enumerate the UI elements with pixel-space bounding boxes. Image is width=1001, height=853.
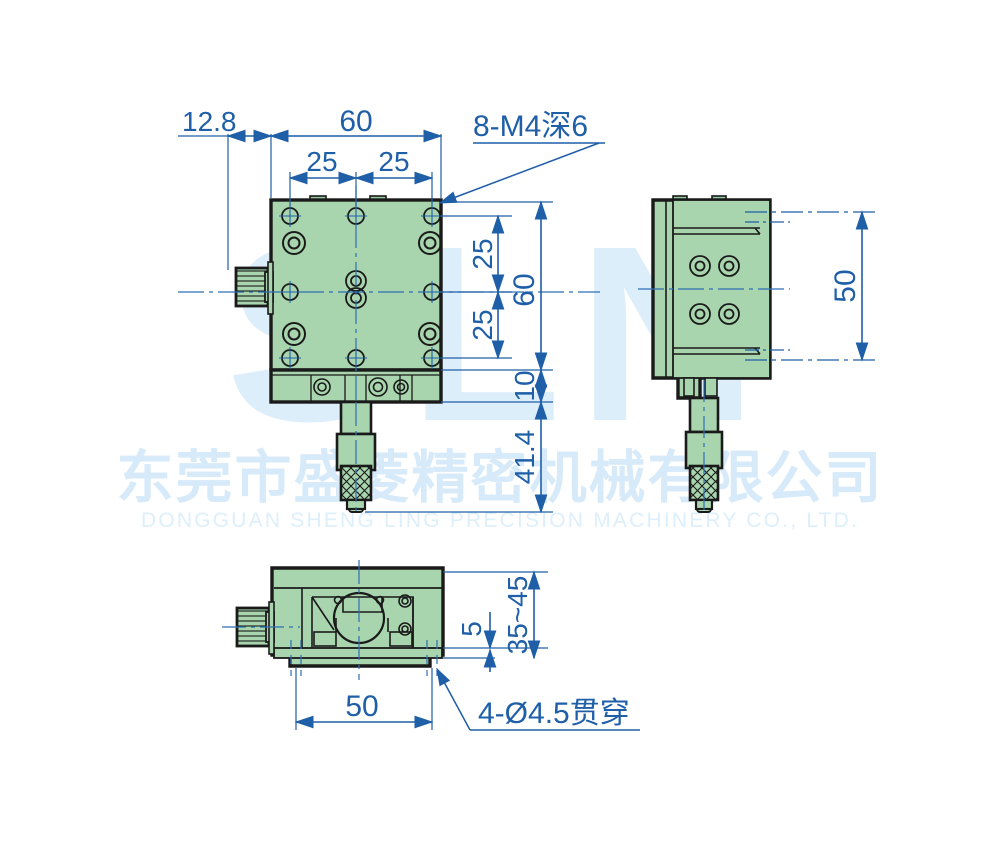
- dim-front-width: 50: [294, 690, 434, 729]
- dim-5-label: 5: [456, 621, 487, 637]
- front-view-internal: [301, 588, 414, 648]
- dim-10-label: 10: [509, 370, 540, 401]
- dim-60-height-label: 60: [508, 273, 541, 306]
- dim-side-height: 50: [829, 210, 869, 362]
- dim-25-upper-label: 25: [467, 238, 498, 269]
- dim-step: 5: [456, 612, 497, 672]
- dim-height-range: 35~45: [502, 570, 541, 660]
- top-view-centerlines: [178, 186, 600, 515]
- dim-25-lower-label: 25: [467, 309, 498, 340]
- dim-offset-left: 12.8: [182, 106, 273, 143]
- dim-50-height-label: 50: [829, 269, 862, 302]
- dim-height-upper: 25: [467, 214, 505, 294]
- front-view-base: [273, 647, 443, 659]
- dim-25-right-label: 25: [378, 146, 409, 177]
- side-view-centerlines: [638, 288, 790, 515]
- dim-60-width-label: 60: [339, 105, 372, 138]
- watermark-chinese: 东莞市盛菱精密机械有限公司: [117, 445, 884, 511]
- annotation-through-holes: 4-Ø4.5贯穿: [478, 697, 630, 730]
- top-view: [178, 186, 600, 515]
- front-view-centerlines: [222, 560, 438, 680]
- front-view-left-knob: [235, 601, 275, 655]
- front-view: [222, 560, 445, 680]
- dim-carriage-height: 10: [509, 368, 548, 404]
- top-view-left-knob: [234, 261, 274, 315]
- dim-width-total: 60: [269, 105, 443, 143]
- top-view-through-holes: [282, 231, 442, 346]
- front-view-dimensions: 35~45 5 50 4-Ø4.5贯穿: [294, 570, 640, 731]
- top-view-dimensions: 12.8 60 25 25 25: [178, 105, 605, 514]
- dim-height-lower: 25: [467, 290, 505, 360]
- dim-41-4-label: 41.4: [509, 430, 540, 485]
- leader-through-holes: 4-Ø4.5贯穿: [436, 667, 640, 731]
- dim-35-45-label: 35~45: [502, 576, 533, 655]
- top-view-carriage-details: [310, 375, 413, 401]
- side-view-screws: [689, 255, 740, 325]
- watermark-english: DONGGUAN SHENG LING PRECISION MACHINERY …: [141, 509, 859, 532]
- top-view-carriage-screws: [313, 377, 409, 397]
- side-view: [638, 195, 790, 515]
- front-view-holes: [333, 594, 412, 636]
- annotation-tapped-holes: 8-M4深6: [473, 110, 588, 143]
- dim-width-halves: 25 25: [288, 146, 434, 185]
- dim-50-width-label: 50: [345, 690, 378, 723]
- dim-overall-height: 41.4: [509, 400, 548, 514]
- side-view-dimensions: 50: [745, 210, 875, 362]
- side-view-coupling: [683, 377, 718, 398]
- dim-height-total: 60: [508, 200, 548, 372]
- leader-tapped-holes: 8-M4深6: [438, 110, 605, 204]
- dim-25-left-label: 25: [306, 146, 337, 177]
- dim-12-8-label: 12.8: [182, 106, 237, 137]
